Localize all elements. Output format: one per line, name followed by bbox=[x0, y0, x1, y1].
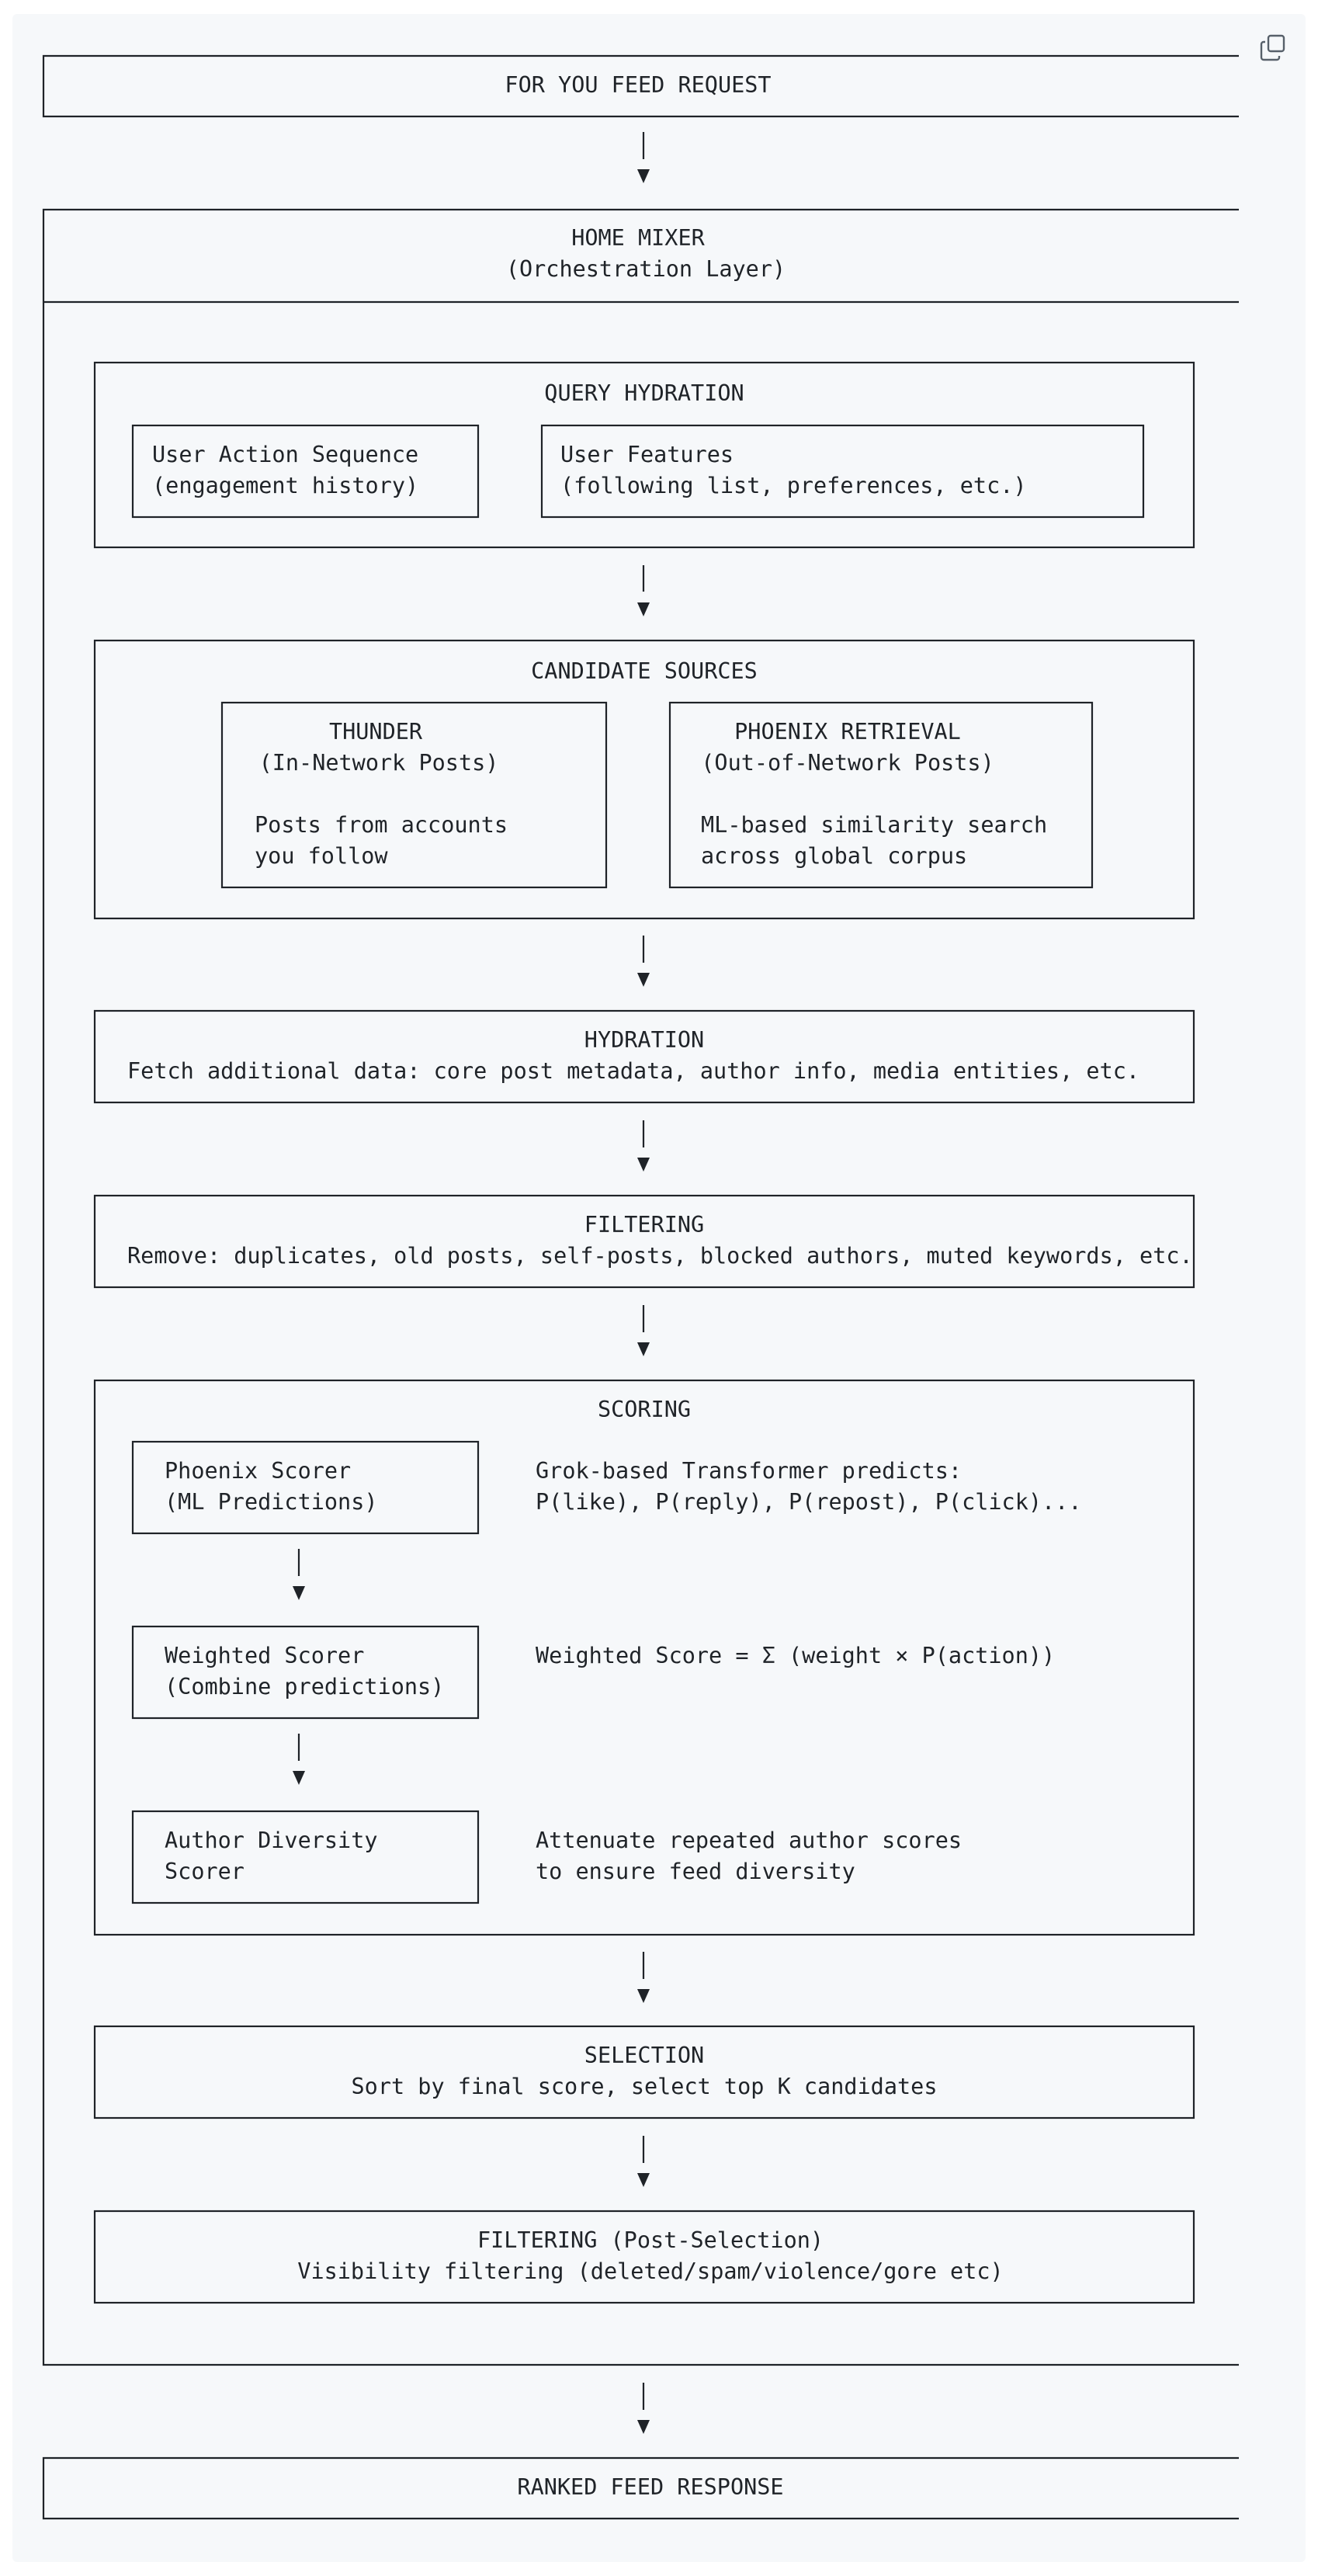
query-hydration-box: QUERY HYDRATION User Action Sequence (en… bbox=[93, 361, 1195, 549]
author-diversity-scorer-box: Author Diversity Scorer bbox=[131, 1810, 480, 1904]
phoenix-desc-line-2: across global corpus bbox=[701, 843, 967, 869]
response-box: RANKED FEED RESPONSE bbox=[42, 2456, 1239, 2520]
hydration-title: HYDRATION bbox=[584, 1027, 704, 1053]
response-label: RANKED FEED RESPONSE bbox=[517, 2474, 783, 2500]
request-box: FOR YOU FEED REQUEST bbox=[42, 54, 1239, 118]
phoenix-scorer-label: Phoenix Scorer bbox=[165, 1458, 351, 1484]
post-filtering-desc: Visibility filtering (deleted/spam/viole… bbox=[297, 2258, 1003, 2284]
home-mixer-subtitle: (Orchestration Layer) bbox=[506, 256, 786, 282]
phoenix-retrieval-box: PHOENIX RETRIEVAL (Out-of-Network Posts)… bbox=[668, 701, 1094, 889]
home-mixer-box: HOME MIXER (Orchestration Layer) bbox=[42, 208, 1239, 2366]
flow-arrow bbox=[637, 1120, 650, 1172]
diversity-note-line-2: to ensure feed diversity bbox=[536, 1859, 855, 1884]
phoenix-retrieval-title: PHOENIX RETRIEVAL bbox=[734, 719, 961, 745]
phoenix-scorer-desc: (ML Predictions) bbox=[165, 1489, 378, 1515]
flow-arrow bbox=[637, 936, 650, 987]
diversity-scorer-label: Author Diversity bbox=[165, 1828, 378, 1853]
selection-desc: Sort by final score, select top K candid… bbox=[352, 2074, 938, 2099]
weighted-scorer-desc: (Combine predictions) bbox=[165, 1674, 444, 1699]
filtering-box: FILTERING Remove: duplicates, old posts,… bbox=[93, 1194, 1195, 1289]
candidate-sources-box: CANDIDATE SOURCES THUNDER (In-Network Po… bbox=[93, 639, 1195, 920]
thunder-box: THUNDER (In-Network Posts) Posts from ac… bbox=[220, 701, 608, 889]
diversity-note-line-1: Attenuate repeated author scores bbox=[536, 1828, 962, 1853]
phoenix-note-line-1: Grok-based Transformer predicts: bbox=[536, 1458, 962, 1484]
home-mixer-title: HOME MIXER bbox=[571, 225, 705, 251]
weighted-scorer-label: Weighted Scorer bbox=[165, 1643, 364, 1668]
user-features-box: User Features (following list, preferenc… bbox=[540, 424, 1145, 519]
thunder-title: THUNDER bbox=[329, 719, 423, 745]
flow-arrow bbox=[637, 132, 650, 183]
flow-arrow bbox=[637, 1305, 650, 1356]
selection-box: SELECTION Sort by final score, select to… bbox=[93, 2025, 1195, 2119]
scoring-title: SCORING bbox=[598, 1397, 691, 1422]
phoenix-note-line-2: P(like), P(reply), P(repost), P(click)..… bbox=[536, 1489, 1082, 1515]
thunder-desc-line-2: you follow bbox=[255, 843, 388, 869]
user-action-label: User Action Sequence bbox=[152, 442, 418, 467]
selection-title: SELECTION bbox=[584, 2043, 704, 2068]
phoenix-scorer-box: Phoenix Scorer (ML Predictions) bbox=[131, 1440, 480, 1535]
flow-arrow bbox=[293, 1549, 305, 1600]
post-selection-filtering-box: FILTERING (Post-Selection) Visibility fi… bbox=[93, 2210, 1195, 2304]
phoenix-retrieval-subtitle: (Out-of-Network Posts) bbox=[701, 750, 994, 776]
post-filtering-title: FILTERING (Post-Selection) bbox=[477, 2227, 824, 2253]
query-hydration-title: QUERY HYDRATION bbox=[544, 380, 744, 406]
candidate-sources-title: CANDIDATE SOURCES bbox=[531, 658, 758, 684]
hydration-box: HYDRATION Fetch additional data: core po… bbox=[93, 1009, 1195, 1104]
phoenix-desc-line-1: ML-based similarity search bbox=[701, 812, 1047, 838]
weighted-note: Weighted Score = Σ (weight × P(action)) bbox=[536, 1643, 1055, 1668]
user-action-desc: (engagement history) bbox=[152, 473, 418, 498]
flow-arrow bbox=[637, 565, 650, 616]
filtering-title: FILTERING bbox=[584, 1212, 704, 1238]
flow-arrow bbox=[293, 1734, 305, 1785]
flow-arrow bbox=[637, 1952, 650, 2003]
flow-arrow bbox=[637, 2383, 650, 2434]
request-label: FOR YOU FEED REQUEST bbox=[505, 72, 771, 98]
thunder-desc-line-1: Posts from accounts bbox=[255, 812, 508, 838]
scoring-box: SCORING Phoenix Scorer (ML Predictions) … bbox=[93, 1379, 1195, 1936]
filtering-desc: Remove: duplicates, old posts, self-post… bbox=[127, 1243, 1193, 1269]
user-features-label: User Features bbox=[560, 442, 734, 467]
user-features-desc: (following list, preferences, etc.) bbox=[560, 473, 1027, 498]
user-action-sequence-box: User Action Sequence (engagement history… bbox=[131, 424, 480, 519]
thunder-subtitle: (In-Network Posts) bbox=[259, 750, 499, 776]
hydration-desc: Fetch additional data: core post metadat… bbox=[127, 1058, 1139, 1084]
flow-arrow bbox=[637, 2136, 650, 2187]
weighted-scorer-box: Weighted Scorer (Combine predictions) bbox=[131, 1625, 480, 1720]
copy-icon[interactable] bbox=[1257, 33, 1289, 64]
diversity-scorer-desc: Scorer bbox=[165, 1859, 245, 1884]
